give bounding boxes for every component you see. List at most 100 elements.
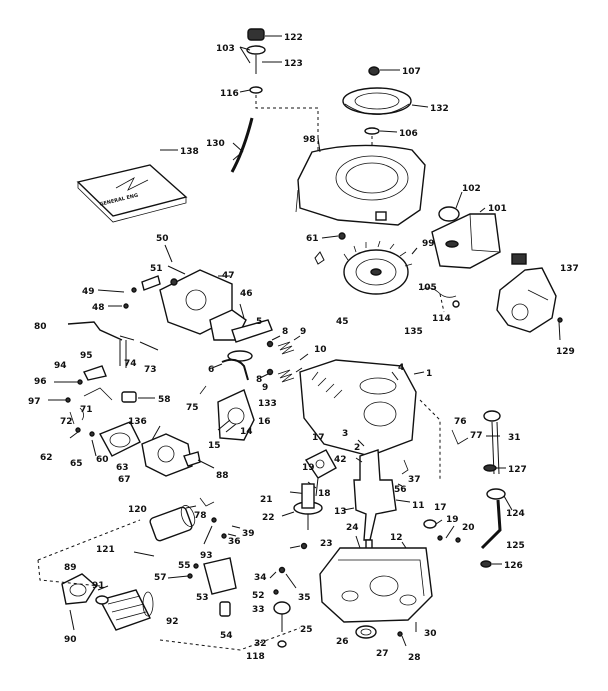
label-97: 97 [28,397,41,407]
label-3: 3 [342,429,348,439]
label-71: 71 [80,405,93,415]
label-55: 55 [178,561,191,571]
oil-seal-parts [355,622,417,647]
label-65: 65 [70,459,83,469]
label-132: 132 [430,104,449,114]
label-116: 116 [220,89,239,99]
starter-cup-bolt-assembly [239,28,282,94]
label-6: 6 [208,365,214,375]
fuel-tank [431,191,501,269]
label-123: 123 [284,59,303,69]
label-33: 33 [252,605,265,615]
label-58: 58 [158,395,171,405]
label-127: 127 [508,465,527,475]
label-136: 136 [128,417,147,427]
label-135: 135 [404,327,423,337]
label-91: 91 [92,581,105,591]
label-73: 73 [144,365,157,375]
label-103: 103 [216,44,235,54]
governor-gear-parts [199,497,241,545]
label-93: 93 [200,551,213,561]
label-30: 30 [424,629,437,639]
part-58 [121,391,155,403]
label-37: 37 [408,475,421,485]
label-56: 56 [394,485,407,495]
blower-housing [295,137,426,226]
label-121: 121 [96,545,115,555]
label-47: 47 [222,271,235,281]
label-36: 36 [228,537,241,547]
label-31: 31 [508,433,521,443]
governor-linkage [48,321,159,403]
label-19-lower: 19 [446,515,459,525]
breather-cover [217,389,255,441]
label-17-upper: 17 [312,433,325,443]
label-10: 10 [314,345,327,355]
label-12: 12 [390,533,403,543]
label-94: 94 [54,361,67,371]
label-57: 57 [154,573,167,583]
label-137: 137 [560,264,579,274]
label-107: 107 [402,67,421,77]
label-39: 39 [242,529,255,539]
label-105: 105 [418,283,437,293]
label-92: 92 [166,617,179,627]
label-4: 4 [398,363,404,373]
label-133: 133 [258,399,277,409]
part-23 [289,542,308,550]
label-130: 130 [206,139,225,149]
label-19: 19 [302,463,315,473]
carburetor-assembly [141,425,215,477]
intake-gasket-and-tube [209,303,273,362]
label-90: 90 [64,635,77,645]
label-106: 106 [399,129,418,139]
label-22: 22 [262,513,275,523]
label-9-upper: 9 [300,327,306,337]
label-120: 120 [128,505,147,515]
engine-base [319,535,433,623]
control-bracket [496,253,563,341]
label-48: 48 [92,303,105,313]
label-89: 89 [64,563,77,573]
label-53: 53 [196,593,209,603]
label-45: 45 [336,317,349,327]
label-42: 42 [334,455,347,465]
label-5: 5 [256,317,262,327]
label-67: 67 [118,475,131,485]
label-138: 138 [180,147,199,157]
label-126: 126 [504,561,523,571]
label-15: 15 [208,441,221,451]
label-20: 20 [462,523,475,533]
label-1: 1 [426,369,432,379]
starter-motor [61,573,154,631]
label-32: 32 [254,639,267,649]
label-9-lower: 9 [262,383,268,393]
label-8-lower: 8 [256,375,262,385]
label-72: 72 [60,417,73,427]
dipstick-tube [480,488,513,568]
label-114: 114 [432,314,451,324]
label-24: 24 [346,523,359,533]
label-63: 63 [116,463,129,473]
label-11: 11 [412,501,425,511]
starter-solenoid-bracket [167,557,237,617]
label-23: 23 [320,539,333,549]
valve-springs [259,335,309,383]
label-13: 13 [334,507,347,517]
cylinder-block [299,359,425,457]
label-75: 75 [186,403,199,413]
label-88: 88 [216,471,229,481]
owners-manual: GENERAL ENG [76,149,188,223]
label-14: 14 [240,427,253,437]
label-25: 25 [300,625,313,635]
governor-link-springs [421,287,460,313]
label-21: 21 [260,495,273,505]
label-26: 26 [336,637,349,647]
crank-hardware [423,519,461,543]
callout-labels: 122 103 123 107 116 132 106 130 98 138 1… [28,33,579,663]
label-124: 124 [506,509,525,519]
label-78: 78 [194,511,207,521]
oil-drain-plug-assembly [269,566,297,648]
label-46: 46 [240,289,253,299]
